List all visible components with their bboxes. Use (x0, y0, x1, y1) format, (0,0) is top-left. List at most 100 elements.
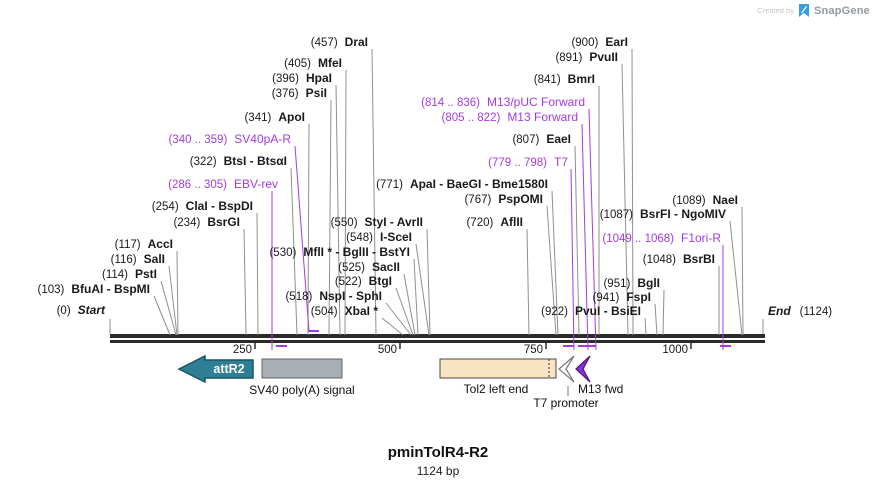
site-label-eari[interactable]: (900)EarI (571, 35, 628, 49)
site-position: (114) (101, 269, 128, 281)
feature-sv40-polya-signal-box[interactable] (261, 358, 343, 379)
plasmid-length: 1124 bp (416, 464, 460, 478)
site-position: (550) (330, 217, 358, 229)
site-connector-aflii (526, 228, 530, 336)
site-name: M13/pUC Forward (486, 95, 585, 109)
site-label-i-scei[interactable]: (548)I-SceI (346, 230, 412, 244)
site-name: BmrI (567, 72, 595, 86)
site-position: (891) (555, 52, 583, 64)
site-connector-hpai (335, 84, 341, 336)
site-position: (814 .. 836) (421, 97, 480, 109)
site-name: PspOMI (498, 192, 543, 206)
site-label-sacii[interactable]: (525)SacII (338, 260, 400, 274)
site-label-ebv-rev[interactable]: (286 .. 305)EBV-rev (168, 177, 278, 191)
site-name: BsrGI (207, 215, 240, 229)
site-label-naei[interactable]: (1089)NaeI (672, 193, 738, 207)
site-position: (518) (285, 291, 313, 303)
feature-m13-fwd-arrow[interactable] (575, 355, 591, 383)
site-name: PvuI - BsiEI (574, 304, 641, 318)
feature-label-attr2[interactable]: attR2 (213, 362, 245, 376)
site-position: (341) (244, 112, 272, 124)
site-label-eaei[interactable]: (807)EaeI (512, 132, 571, 146)
site-name: PvuII (589, 50, 618, 64)
site-label-hpai[interactable]: (396) HpaI (272, 71, 332, 85)
site-position: (779 .. 798) (488, 157, 547, 169)
site-label-styi-avrii[interactable]: (550) StyI - AvrII (331, 215, 423, 229)
ruler-label-500: 500 (377, 344, 397, 356)
site-position: (405) (284, 58, 311, 70)
site-label-drai[interactable]: (457)DraI (311, 35, 368, 49)
feature-label-tol2-left-end[interactable]: Tol2 left end (463, 382, 529, 396)
site-label-pvui-bsiei[interactable]: (922)PvuI - BsiEI (541, 304, 641, 318)
site-label-mfei[interactable]: (405)MfeI (284, 56, 342, 70)
site-label-clai-bspdi[interactable]: (254) ClaI - BspDI (152, 199, 253, 213)
site-position: (522) (334, 276, 362, 288)
site-position: (941) (592, 292, 620, 304)
site-name: ClaI - BspDI (185, 199, 253, 213)
site-name: AflII (500, 215, 523, 229)
site-label-pspomi[interactable]: (767) PspOMI (464, 192, 543, 206)
site-label-t7[interactable]: (779 .. 798) T7 (488, 155, 568, 169)
site-position: (525) (338, 262, 365, 274)
feature-t7-promoter-arrow[interactable] (558, 355, 575, 383)
site-name: BfuAI - BspMI (71, 282, 150, 296)
site-connector-mfei (344, 69, 347, 336)
site-label-btgi[interactable]: (522)BtgI (335, 274, 392, 288)
site-label-bgli[interactable]: (951)BglI (603, 276, 660, 290)
site-connector-bsrfi-ngomiv (729, 220, 743, 336)
end-label[interactable]: End(1124) (768, 304, 832, 318)
site-label-xbai[interactable]: (504)XbaI * (311, 304, 378, 318)
site-name: StyI - AvrII (364, 215, 423, 229)
site-position: (767) (464, 194, 492, 206)
feature-label-t7-promoter[interactable]: T7 promoter (533, 396, 599, 410)
site-position: (807) (512, 134, 540, 146)
site-label-mfli-bglii-bstyi[interactable]: (530) MflI * - BglII - BstYI (269, 245, 410, 259)
site-name: I-SceI (379, 230, 412, 244)
feature-label-sv40-polya-signal[interactable]: SV40 poly(A) signal (249, 383, 355, 397)
snapgene-logo-icon (798, 4, 809, 17)
site-label-aflii[interactable]: (720)AflII (466, 215, 523, 229)
site-position: (396) (272, 73, 299, 85)
feature-label-m13-fwd[interactable]: M13 fwd (578, 382, 624, 396)
feature-tol2-left-end-box[interactable] (439, 358, 557, 379)
site-position: (254) (151, 201, 179, 213)
site-label-bsrfi-ngomiv[interactable]: (1087)BsrFI - NgoMIV (600, 207, 726, 221)
site-label-m13-puc-forward[interactable]: (814 .. 836) M13/pUC Forward (421, 95, 585, 109)
site-label-m13-forward[interactable]: (805 .. 822)M13 Forward (441, 110, 578, 124)
site-position: (1049 .. 1068) (602, 233, 674, 245)
site-name: NspI - SphI (319, 289, 382, 303)
start-label[interactable]: (0)Start (57, 303, 105, 317)
site-label-sv40pa-r[interactable]: (340 .. 359)SV40pA-R (168, 132, 291, 146)
site-label-fspi[interactable]: (941)FspI (592, 290, 651, 304)
site-position: (841) (533, 74, 561, 86)
site-label-acci[interactable]: (117)AccI (115, 237, 173, 251)
site-connector-i-scei (415, 243, 430, 336)
site-label-btsi-bts-i[interactable]: (322)BtsI - Btsα​I (190, 154, 287, 168)
feature-attr2-arrow[interactable] (177, 354, 254, 384)
site-connector-sacii (403, 273, 416, 336)
site-label-apai-baegi-bme1580i[interactable]: (771)ApaI - BaeGI - Bme1580I (376, 177, 548, 191)
site-name: T7 (553, 155, 568, 169)
site-name: ApoI (278, 110, 305, 124)
site-label-psii[interactable]: (376)PsiI (272, 86, 327, 100)
site-label-bfuai-bspmi[interactable]: (103) BfuAI - BspMI (37, 282, 150, 296)
site-label-apoi[interactable]: (341) ApoI (244, 110, 305, 124)
site-connector-sv40pa-r (294, 145, 310, 332)
site-connector-bsrgi (243, 228, 247, 336)
site-label-sali[interactable]: (116)SalI (111, 252, 165, 266)
site-name: HpaI (305, 71, 332, 85)
site-label-pvuii[interactable]: (891) PvuII (555, 50, 618, 64)
site-label-psti[interactable]: (114)PstI (102, 267, 157, 281)
site-connector-nspi-sphi (385, 302, 412, 336)
site-label-f1ori-r[interactable]: (1049 .. 1068)F1ori-R (602, 231, 721, 245)
site-name: MflI * - BglII - BstYI (303, 245, 410, 259)
site-position: (530) (269, 247, 297, 259)
site-connector-psti (160, 280, 177, 336)
site-label-bsrgi[interactable]: (234)BsrGI (173, 215, 240, 229)
site-label-bsrbi[interactable]: (1048)BsrBI (643, 252, 715, 266)
site-label-nspi-sphi[interactable]: (518) NspI - SphI (285, 289, 382, 303)
site-position: (103) (37, 284, 65, 296)
site-label-bmri[interactable]: (841) BmrI (534, 72, 595, 86)
